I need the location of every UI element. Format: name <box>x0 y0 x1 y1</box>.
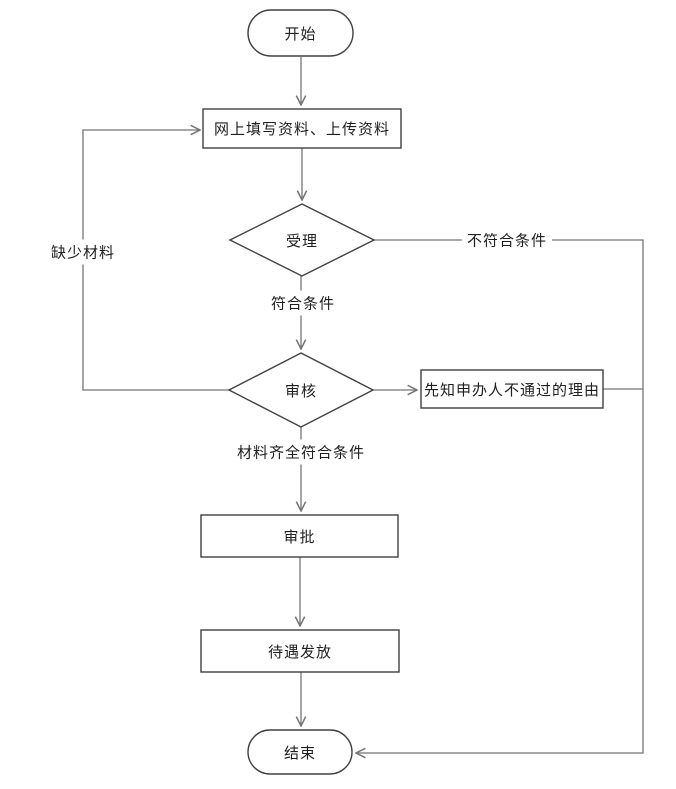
benefit-process-shape <box>200 629 400 673</box>
approve-node-label: 审批 <box>283 528 316 546</box>
accept-node-label: 受理 <box>285 232 318 250</box>
benefit-node-label: 待遇发放 <box>267 643 332 661</box>
review-node-label: 审核 <box>284 382 317 400</box>
edge-accept-not-meet-to-end <box>356 239 644 753</box>
meets-conditions-edge-label: 符合条件 <box>265 290 341 316</box>
notify-reason-node-label: 先知申办人不通过的理由 <box>423 381 600 399</box>
materials-complete-edge-label: 材料齐全符合条件 <box>231 439 371 465</box>
accept-decision-shape <box>228 203 376 277</box>
start-terminator-shape <box>247 9 354 57</box>
approve-process-shape <box>200 514 399 558</box>
start-node-label: 开始 <box>284 25 317 43</box>
missing-materials-edge-label: 缺少材料 <box>45 239 121 265</box>
end-terminator-shape <box>247 729 353 775</box>
fill-upload-node-label: 网上填写资料、上传资料 <box>213 121 390 138</box>
fill-upload-process-shape <box>202 108 402 149</box>
end-node-label: 结束 <box>283 744 316 762</box>
not-meets-conditions-edge-label: 不符合条件 <box>461 227 553 253</box>
review-decision-shape <box>227 352 375 428</box>
notify-reason-process-shape <box>420 369 604 409</box>
